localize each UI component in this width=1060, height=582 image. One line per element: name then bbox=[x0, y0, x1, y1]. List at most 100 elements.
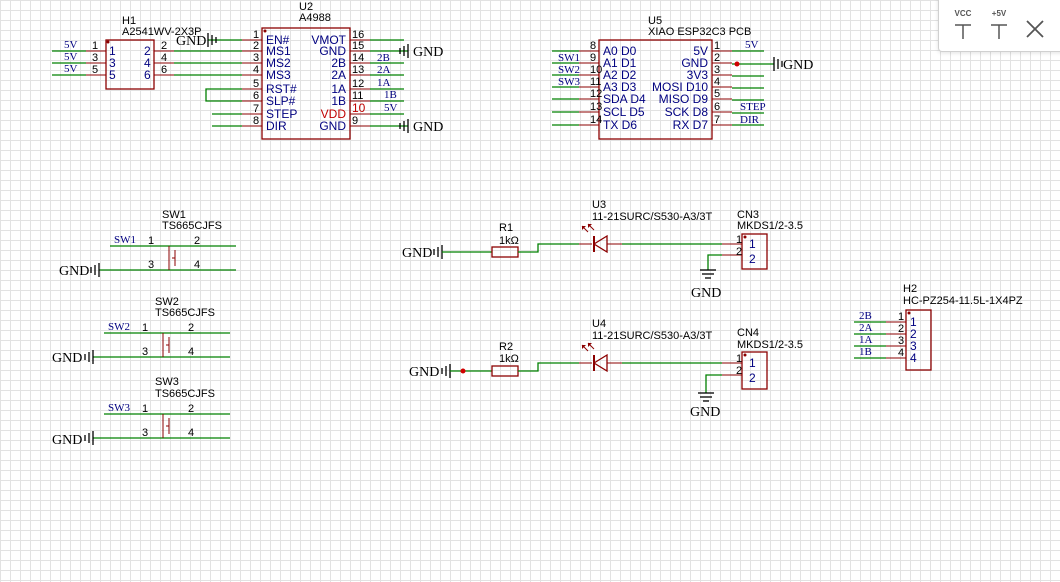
vcc-button[interactable]: VCC bbox=[947, 3, 979, 41]
sw-pin-num: 4 bbox=[188, 427, 194, 439]
led-circuit-2[interactable]: GND R2 1kΩ U4 11-21SURC/S530-A3/3T GND C… bbox=[409, 318, 803, 420]
net-label: 2A bbox=[859, 322, 873, 334]
h1-pinname-left: 5 bbox=[109, 68, 116, 82]
sw2-tactile-switch[interactable]: SW2 TS665CJFS SW2 1 2 3 4 GND bbox=[52, 296, 230, 366]
sw-pin-num: 2 bbox=[194, 235, 200, 247]
cn-pin-name: 2 bbox=[749, 371, 756, 385]
plus5v-label: +5V bbox=[991, 9, 1007, 18]
net-label: 5V bbox=[64, 39, 78, 51]
close-button[interactable] bbox=[1019, 3, 1051, 41]
sw-pin-num: 2 bbox=[188, 322, 194, 334]
net-label: 2B bbox=[377, 52, 390, 64]
u5-pin-name-right: 5V bbox=[693, 44, 708, 58]
u2-pin-num-right: 9 bbox=[352, 115, 358, 127]
u2-pin-name-left: RST# bbox=[266, 82, 297, 96]
u2-pin-name-right: 2B bbox=[331, 56, 346, 70]
u3-ref: U3 bbox=[592, 199, 606, 211]
net-label: SW1 bbox=[114, 234, 136, 246]
gnd-label: GND bbox=[402, 246, 432, 261]
r2-body bbox=[491, 365, 519, 377]
u2-pin-name-left: MS1 bbox=[266, 44, 291, 58]
h1-pinname-right: 4 bbox=[144, 56, 151, 70]
u4-part: 11-21SURC/S530-A3/3T bbox=[592, 330, 713, 342]
net-label: 5V bbox=[64, 51, 78, 63]
u2-pin-name-right: 1B bbox=[331, 94, 346, 108]
h1-header[interactable]: H1 A2541WV-2X3P 1 3 5 1 3 5 2 4 6 2 4 6 bbox=[86, 15, 202, 90]
cn-pin-num: 1 bbox=[736, 234, 742, 246]
gnd-symbol: GND bbox=[52, 350, 94, 366]
sw-pin-num: 4 bbox=[194, 259, 200, 271]
u2-pin-num-left: 3 bbox=[253, 52, 259, 64]
u5-pin-num-right: 6 bbox=[714, 101, 720, 113]
u5-pin-num-left: 12 bbox=[590, 88, 602, 100]
u2-pin-name-left: MS3 bbox=[266, 68, 291, 82]
u5-pin-name-right: SCK D8 bbox=[665, 105, 709, 119]
u5-pin-name-left: TX D6 bbox=[603, 118, 637, 132]
close-icon bbox=[1026, 20, 1044, 38]
h1-part: A2541WV-2X3P bbox=[122, 26, 202, 38]
net-label: SW3 bbox=[108, 402, 131, 414]
h1-pinname-left: 3 bbox=[109, 56, 116, 70]
u5-part: XIAO ESP32C3 PCB bbox=[648, 26, 751, 38]
h1-ref: H1 bbox=[122, 15, 136, 27]
net-label: SW2 bbox=[558, 64, 580, 76]
r1-body bbox=[491, 246, 519, 258]
cn3-ref: CN3 bbox=[737, 209, 759, 221]
h2-part: HC-PZ254-11.5L-1X4PZ bbox=[903, 295, 1023, 307]
u5-pin-num-left: 8 bbox=[590, 40, 596, 52]
u2-pin-num-left: 5 bbox=[253, 78, 259, 90]
sw3-tactile-switch[interactable]: SW3 TS665CJFS SW3 1 2 3 4 GND bbox=[52, 376, 230, 448]
u5-pin-name-right: RX D7 bbox=[673, 118, 709, 132]
gnd-label: GND bbox=[52, 351, 82, 366]
gnd-symbol: GND bbox=[691, 269, 721, 301]
cn4-part: MKDS1/2-3.5 bbox=[737, 339, 803, 351]
u5-pin-name-left: SDA D4 bbox=[603, 92, 646, 106]
u5-pin-num-right: 1 bbox=[714, 40, 720, 52]
r2-ref: R2 bbox=[499, 341, 513, 353]
h1-pin1-marker bbox=[106, 40, 110, 44]
h1-pinnum-right: 6 bbox=[161, 64, 167, 76]
cn-pin-num: 2 bbox=[736, 365, 742, 377]
net-label: 1A bbox=[859, 334, 873, 346]
net-label: STEP bbox=[740, 101, 766, 113]
u5-pin-name-right: GND bbox=[681, 56, 708, 70]
net-label: SW2 bbox=[108, 321, 130, 333]
net-label: SW1 bbox=[558, 52, 580, 64]
h2-pin-num: 2 bbox=[898, 323, 904, 335]
h1-body bbox=[105, 39, 155, 90]
u5-pin-name-right: 3V3 bbox=[687, 68, 709, 82]
h1-pinnum-right: 4 bbox=[161, 52, 167, 64]
plus5v-button[interactable]: +5V bbox=[983, 3, 1015, 41]
sw3-ref: SW3 bbox=[155, 376, 179, 388]
sw2-ref: SW2 bbox=[155, 296, 179, 308]
gnd-label: GND bbox=[176, 34, 206, 49]
u5-pin-num-right: 3 bbox=[714, 64, 720, 76]
h1-pinname-left: 1 bbox=[109, 44, 116, 58]
u2-pin-num-left: 8 bbox=[253, 115, 259, 127]
h2-pin-num: 3 bbox=[898, 335, 904, 347]
net-label: SW3 bbox=[558, 76, 581, 88]
u2-pin-num-right: 11 bbox=[352, 90, 363, 102]
sw-pin-num: 1 bbox=[142, 403, 148, 415]
u5-pin-num-right: 7 bbox=[714, 114, 720, 126]
cn-pin-num: 1 bbox=[736, 353, 742, 365]
vcc-label: VCC bbox=[954, 9, 972, 18]
gnd-symbol: GND bbox=[176, 33, 217, 49]
cn3-part: MKDS1/2-3.5 bbox=[737, 220, 803, 232]
led-circuit-1[interactable]: GND R1 1kΩ U3 11-21SURC/S530-A3/3T GND C… bbox=[402, 199, 803, 301]
sw1-tactile-switch[interactable]: SW1 TS665CJFS SW1 1 2 3 4 GND bbox=[59, 209, 236, 279]
net-label: 2A bbox=[377, 64, 391, 76]
gnd-symbol: GND bbox=[399, 44, 443, 60]
u2-pin-num-right: 14 bbox=[352, 52, 364, 64]
u3-led bbox=[579, 223, 622, 254]
u2-pin-name-right: 2A bbox=[331, 68, 346, 82]
u2-pin-num-left: 1 bbox=[253, 29, 259, 41]
h2-header[interactable]: H2 HC-PZ254-11.5L-1X4PZ 1 2 3 4 1 2 3 4 … bbox=[854, 283, 1023, 371]
sw2-part: TS665CJFS bbox=[155, 307, 215, 319]
u5-pin-num-left: 11 bbox=[590, 76, 601, 88]
gnd-label: GND bbox=[783, 58, 813, 73]
u2-pin-num-left: 4 bbox=[253, 64, 259, 76]
